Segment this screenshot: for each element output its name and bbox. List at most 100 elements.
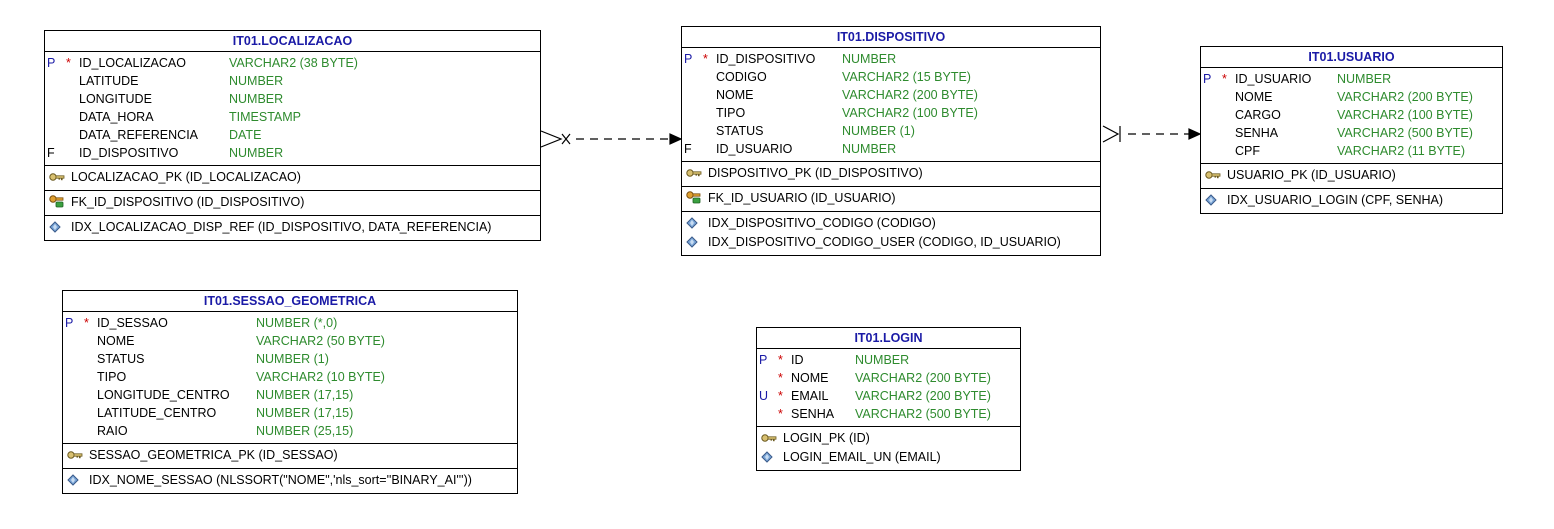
table-title: IT01.USUARIO	[1201, 47, 1502, 68]
index-section: IDX_DISPOSITIVO_CODIGO (CODIGO)IDX_DISPO…	[682, 212, 1100, 255]
column-name: NOME	[97, 334, 135, 348]
column-type: VARCHAR2 (500 BYTE)	[1337, 126, 1473, 140]
column-name: ID_LOCALIZACAO	[79, 56, 186, 70]
key-icon	[761, 431, 777, 443]
column-name: STATUS	[97, 352, 145, 366]
column-row[interactable]: CPF VARCHAR2 (11 BYTE)	[1201, 142, 1502, 160]
key-icon	[1205, 168, 1221, 180]
column-row[interactable]: SENHA VARCHAR2 (500 BYTE)	[1201, 124, 1502, 142]
column-type: NUMBER (1)	[256, 352, 329, 366]
primary-key-row: LOCALIZACAO_PK (ID_LOCALIZACAO)	[45, 168, 540, 187]
required-marker: *	[778, 389, 783, 403]
column-type: VARCHAR2 (200 BYTE)	[1337, 90, 1473, 104]
relation-dispositivo-usuario	[1102, 125, 1202, 143]
key-flag: P	[1203, 72, 1212, 86]
required-marker: *	[66, 56, 71, 70]
primary-key-row: USUARIO_PK (ID_USUARIO)	[1201, 166, 1502, 185]
primary-key-row: LOGIN_PK (ID)	[757, 429, 1020, 448]
column-name: CPF	[1235, 144, 1260, 158]
index-row-label: IDX_NOME_SESSAO (NLSSORT("NOME",'nls_sor…	[89, 473, 472, 487]
index-row-label: IDX_LOCALIZACAO_DISP_REF (ID_DISPOSITIVO…	[71, 220, 492, 234]
column-name: NOME	[791, 371, 829, 385]
required-marker: *	[778, 407, 783, 421]
column-row[interactable]: STATUS NUMBER (1)	[63, 350, 517, 368]
index-row-label: IDX_USUARIO_LOGIN (CPF, SENHA)	[1227, 193, 1444, 207]
column-name: EMAIL	[791, 389, 829, 403]
column-name: TIPO	[97, 370, 127, 384]
foreign-key-row: FK_ID_DISPOSITIVO (ID_DISPOSITIVO)	[45, 193, 540, 212]
foreign-key-row-label: FK_ID_DISPOSITIVO (ID_DISPOSITIVO)	[71, 195, 305, 209]
required-marker: *	[778, 353, 783, 367]
primary-key-row-label: LOGIN_PK (ID)	[783, 431, 870, 445]
column-name: STATUS	[716, 124, 764, 138]
column-name: LONGITUDE	[79, 92, 152, 106]
index-section: IDX_NOME_SESSAO (NLSSORT("NOME",'nls_sor…	[63, 469, 517, 493]
column-name: ID	[791, 353, 804, 367]
index-diamond-icon	[49, 220, 65, 233]
column-type: NUMBER	[229, 146, 284, 160]
key-flag: F	[47, 146, 55, 160]
index-diamond-icon	[761, 450, 777, 463]
key-flag: P	[47, 56, 56, 70]
column-name: ID_DISPOSITIVO	[79, 146, 179, 160]
column-name: RAIO	[97, 424, 128, 438]
column-type: NUMBER	[855, 353, 910, 367]
column-name: SENHA	[1235, 126, 1279, 140]
table-title: IT01.SESSAO_GEOMETRICA	[63, 291, 517, 312]
key-icon	[67, 448, 83, 460]
primary-key-row-label: LOCALIZACAO_PK (ID_LOCALIZACAO)	[71, 170, 301, 184]
column-type: VARCHAR2 (10 BYTE)	[256, 370, 385, 384]
index-diamond-icon	[686, 235, 702, 248]
column-type: TIMESTAMP	[229, 110, 301, 124]
relation-localizacao-dispositivo	[540, 130, 683, 148]
key-flag: U	[759, 389, 769, 403]
primary-key-row: SESSAO_GEOMETRICA_PK (ID_SESSAO)	[63, 446, 517, 465]
column-row[interactable]: TIPO VARCHAR2 (10 BYTE)	[63, 368, 517, 386]
column-row[interactable]: F ID_DISPOSITIVO NUMBER	[45, 144, 540, 162]
index-row-label: IDX_DISPOSITIVO_CODIGO (CODIGO)	[708, 216, 936, 230]
column-type: VARCHAR2 (11 BYTE)	[1337, 144, 1466, 158]
foreign-key-section: FK_ID_USUARIO (ID_USUARIO)	[682, 187, 1100, 212]
key-flag: P	[65, 316, 74, 330]
table-title: IT01.LOGIN	[757, 328, 1020, 349]
table-title: IT01.DISPOSITIVO	[682, 27, 1100, 48]
primary-key-section: LOCALIZACAO_PK (ID_LOCALIZACAO)	[45, 166, 540, 191]
column-name: ID_USUARIO	[716, 142, 793, 156]
index-row: IDX_LOCALIZACAO_DISP_REF (ID_DISPOSITIVO…	[45, 218, 540, 237]
foreign-key-row: FK_ID_USUARIO (ID_USUARIO)	[682, 189, 1100, 208]
index-section: IDX_LOCALIZACAO_DISP_REF (ID_DISPOSITIVO…	[45, 216, 540, 240]
index-row: IDX_DISPOSITIVO_CODIGO (CODIGO)	[682, 214, 1100, 233]
column-type: NUMBER (17,15)	[256, 388, 354, 402]
column-name: CARGO	[1235, 108, 1281, 122]
key-flag: P	[684, 52, 693, 66]
